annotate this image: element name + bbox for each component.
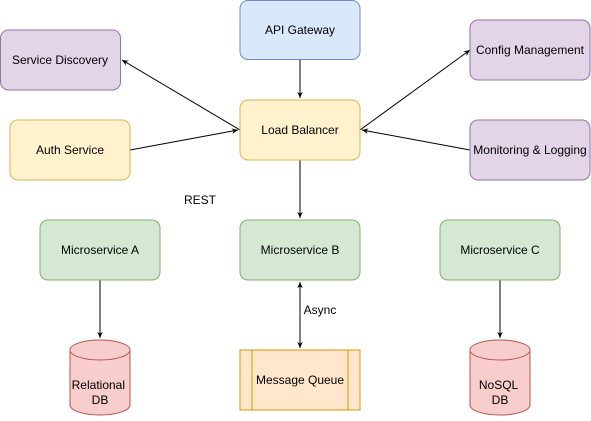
edge-loadbalancer-to-configmanagement xyxy=(359,49,471,131)
node-microservice-a[interactable]: Microservice A xyxy=(39,219,161,281)
node-relational-db-label-line2: DB xyxy=(92,393,109,407)
node-nosql-db-label: NoSQL DB xyxy=(479,378,521,407)
edge-loadbalancer-to-servicediscovery xyxy=(121,59,241,131)
node-relational-db-label: Relational DB xyxy=(72,378,129,407)
node-api-gateway-label: API Gateway xyxy=(265,23,335,37)
node-monitoring-logging[interactable]: Monitoring & Logging xyxy=(469,119,591,181)
edge-authservice-to-loadbalancer xyxy=(129,128,239,151)
node-load-balancer-label: Load Balancer xyxy=(261,123,338,137)
node-microservice-b[interactable]: Microservice B xyxy=(239,219,361,281)
node-microservice-b-label: Microservice B xyxy=(261,243,340,257)
node-config-management-label: Config Management xyxy=(476,43,585,57)
node-service-discovery-label: Service Discovery xyxy=(12,53,108,67)
edges xyxy=(97,49,503,348)
node-nosql-db[interactable]: NoSQL DB xyxy=(469,339,531,416)
node-config-management[interactable]: Config Management xyxy=(469,19,591,81)
node-message-queue-label: Message Queue xyxy=(256,373,344,387)
node-load-balancer[interactable]: Load Balancer xyxy=(239,99,361,161)
edge-label-async: Async xyxy=(304,303,337,317)
node-monitoring-logging-label: Monitoring & Logging xyxy=(473,143,586,157)
node-auth-service-label: Auth Service xyxy=(36,143,104,157)
node-nosql-db-label-line1: NoSQL xyxy=(479,378,519,392)
node-api-gateway[interactable]: API Gateway xyxy=(239,0,361,60)
node-auth-service[interactable]: Auth Service xyxy=(9,119,131,181)
node-microservice-a-label: Microservice A xyxy=(61,243,139,257)
node-service-discovery[interactable]: Service Discovery xyxy=(0,29,121,91)
node-microservice-c-label: Microservice C xyxy=(460,243,540,257)
edge-label-rest: REST xyxy=(184,193,217,207)
node-microservice-c[interactable]: Microservice C xyxy=(439,219,561,281)
node-relational-db[interactable]: Relational DB xyxy=(69,339,131,416)
node-nosql-db-label-line2: DB xyxy=(492,393,509,407)
node-relational-db-label-line1: Relational xyxy=(72,378,125,392)
edge-monitoring-to-loadbalancer xyxy=(361,128,471,151)
node-message-queue[interactable]: Message Queue xyxy=(239,349,361,411)
